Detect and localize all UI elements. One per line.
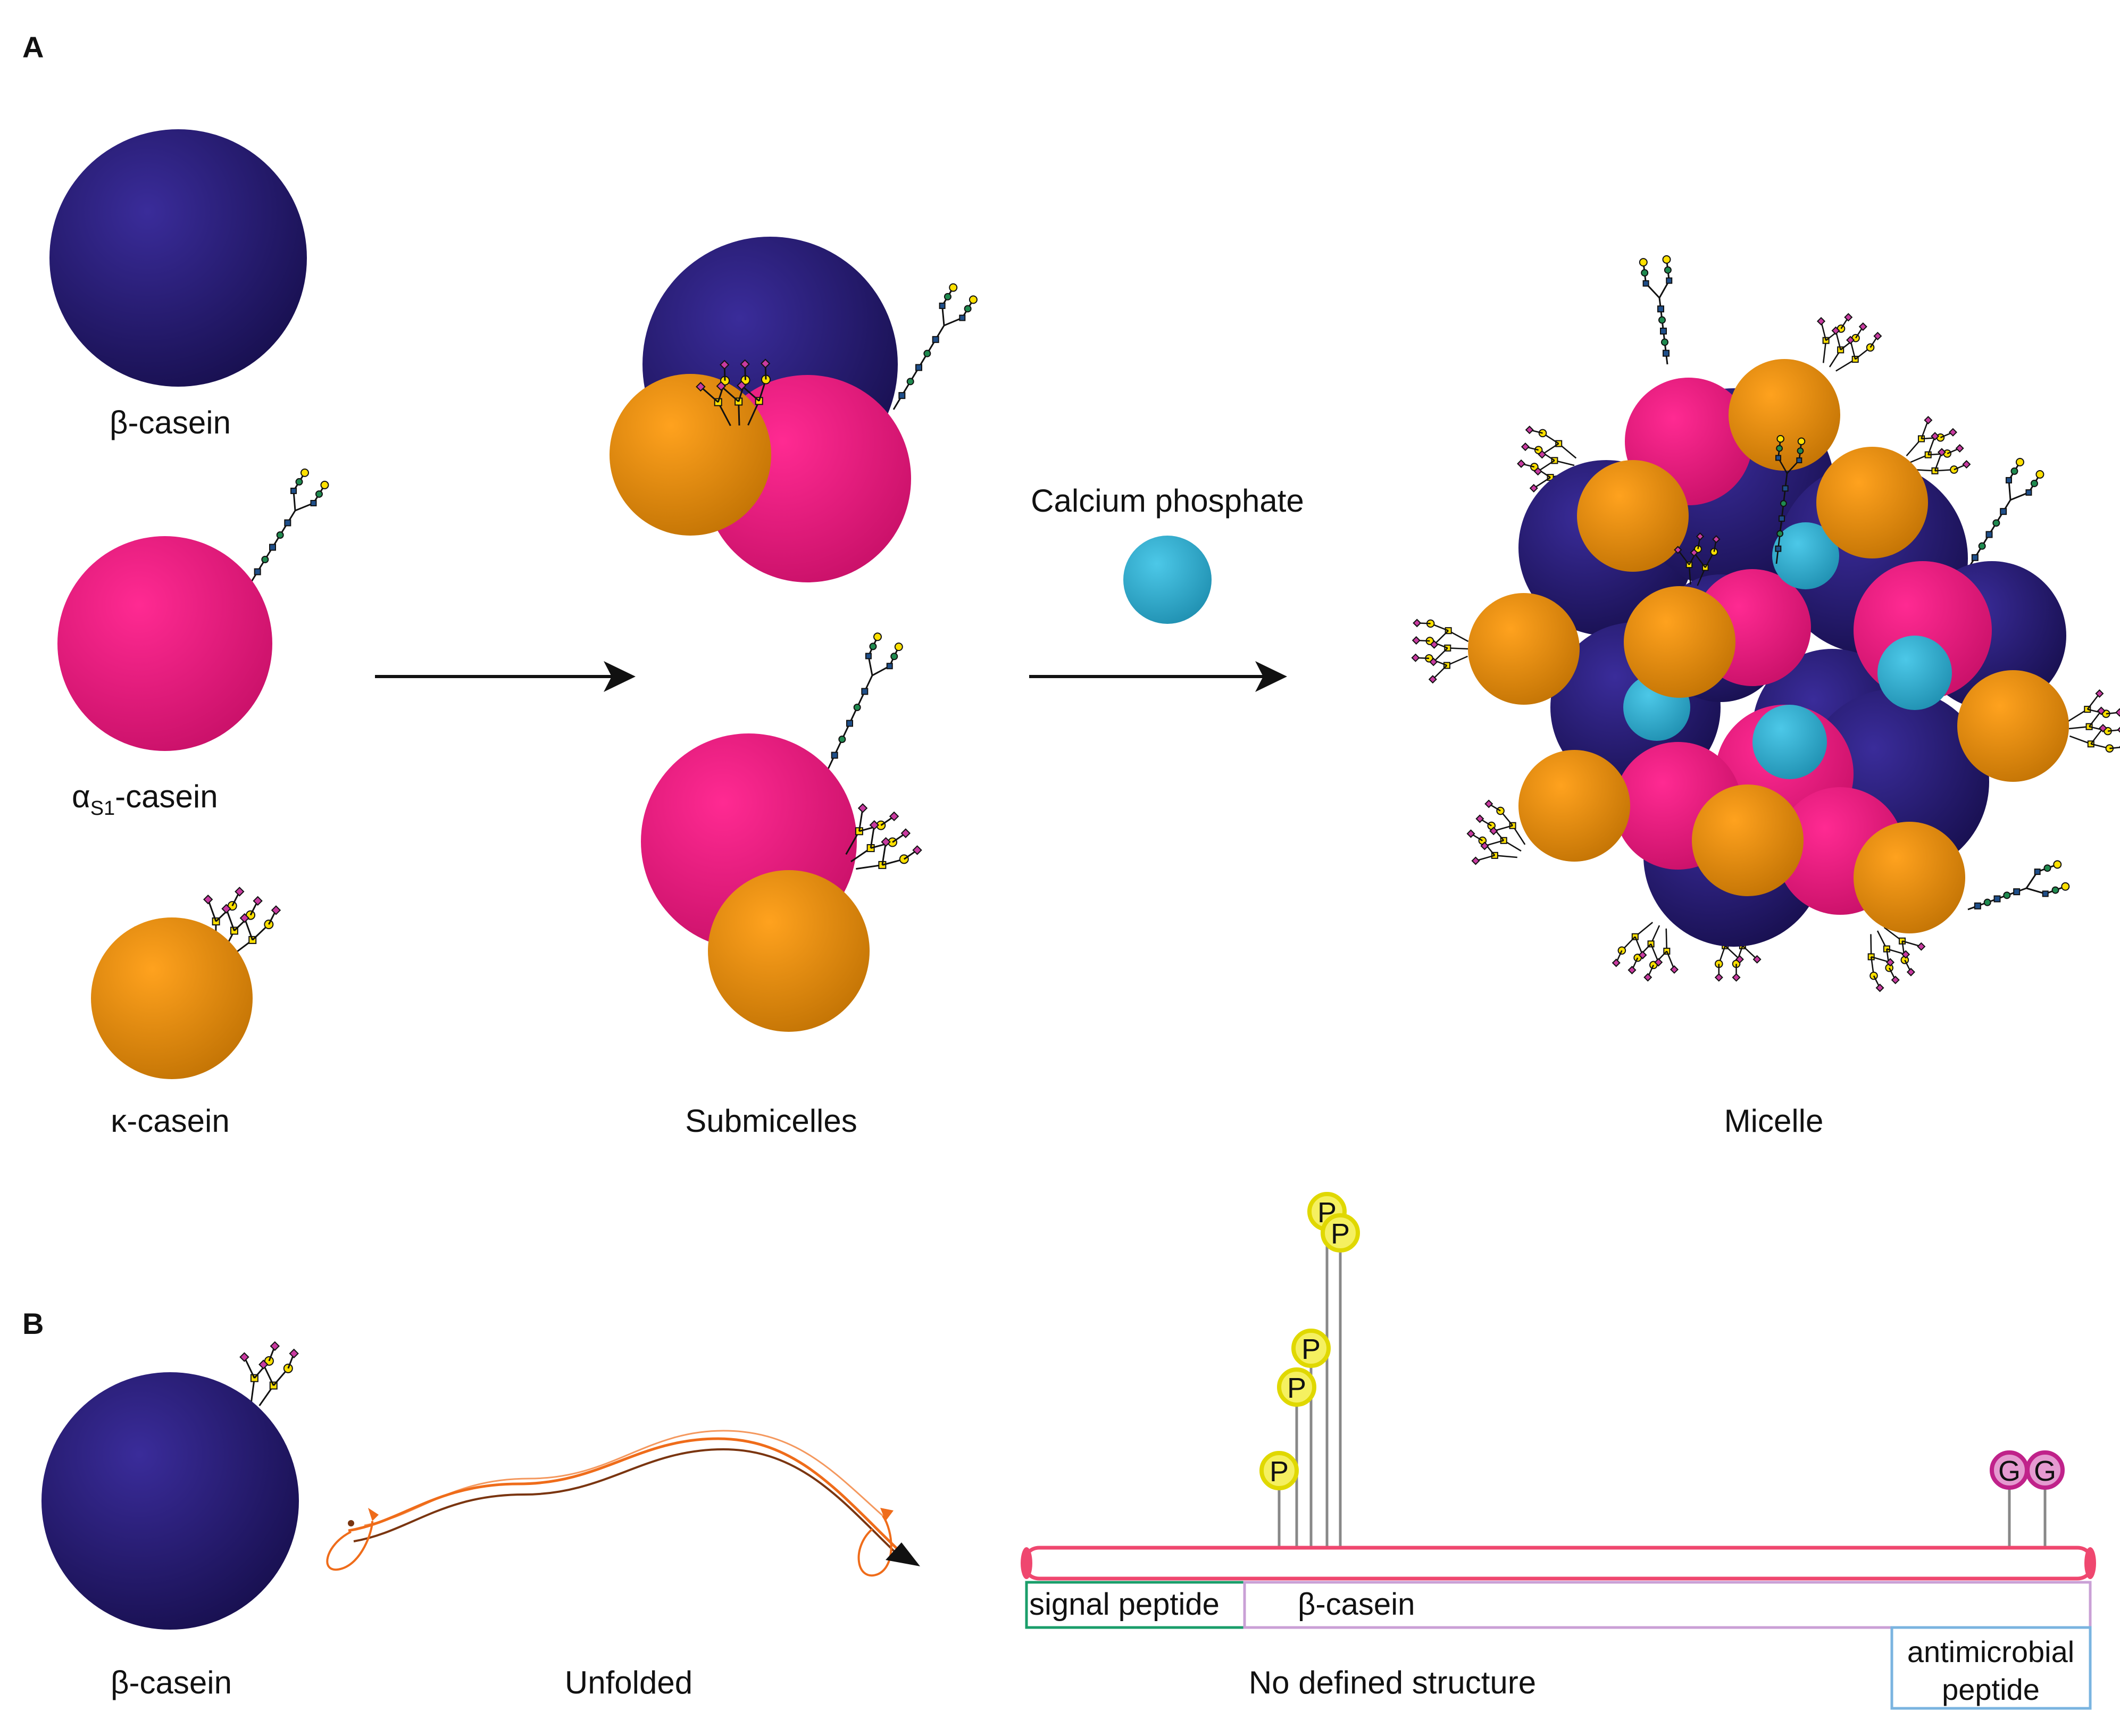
phospho-site-3: P	[1293, 1331, 1329, 1366]
svg-text:G: G	[1998, 1455, 2021, 1487]
submicelle-2-glycan-tree	[846, 804, 922, 869]
panel-b-glycan	[240, 1342, 298, 1406]
glyco-sites: G G	[1992, 1453, 2063, 1488]
alpha-s1-casein-sphere	[57, 536, 272, 751]
phospho-site-5: P	[1262, 1453, 1297, 1488]
submicelle-1-kappa-sphere	[610, 374, 771, 536]
micelle-label: Micelle	[1724, 1103, 1824, 1139]
unfolded-ribbon	[327, 1431, 920, 1575]
submicelle-2-kappa-sphere	[708, 870, 870, 1032]
modification-pins	[1279, 1228, 2045, 1550]
panel-b-letter: B	[22, 1307, 44, 1340]
glyco-site-2: G	[2027, 1453, 2063, 1488]
glyco-site-1: G	[1992, 1453, 2027, 1488]
submicelle-1-glycan-chain	[894, 284, 977, 410]
submicelles-label: Submicelles	[685, 1103, 857, 1139]
phospho-site-4: P	[1279, 1370, 1314, 1405]
submicelle-2-glycan-chain	[827, 633, 903, 771]
svg-text:P: P	[1331, 1218, 1350, 1250]
antimicrobial-label-line1: antimicrobial	[1907, 1635, 2074, 1668]
unfolded-label: Unfolded	[565, 1665, 692, 1700]
kappa-casein-label: κ-casein	[111, 1103, 229, 1139]
panel-b-beta-label: β-casein	[111, 1665, 232, 1700]
signal-peptide-label: signal peptide	[1029, 1587, 1220, 1622]
beta-casein-region-label: β-casein	[1298, 1587, 1415, 1622]
alpha-glycan-chain	[250, 469, 328, 584]
svg-text:P: P	[1270, 1456, 1289, 1488]
svg-text:G: G	[2034, 1455, 2056, 1487]
micelle-cluster	[1412, 256, 2120, 991]
no-defined-structure-label: No defined structure	[1249, 1665, 1536, 1700]
kappa-casein-sphere	[91, 917, 253, 1079]
panel-b-beta-sphere	[41, 1372, 299, 1630]
beta-casein-sphere	[49, 129, 307, 387]
alpha-s1-casein-label: αS1-casein	[72, 779, 218, 820]
beta-casein-label: β-casein	[110, 405, 231, 440]
panel-a-letter: A	[22, 30, 44, 64]
phospho-site-2: P	[1323, 1215, 1358, 1250]
svg-text:P: P	[1287, 1372, 1306, 1404]
svg-text:P: P	[1301, 1333, 1321, 1365]
calcium-phosphate-sphere	[1123, 536, 1212, 624]
protein-backbone	[1021, 1547, 2096, 1579]
antimicrobial-label-line2: peptide	[1942, 1673, 2040, 1706]
calcium-phosphate-label: Calcium phosphate	[1031, 483, 1304, 519]
